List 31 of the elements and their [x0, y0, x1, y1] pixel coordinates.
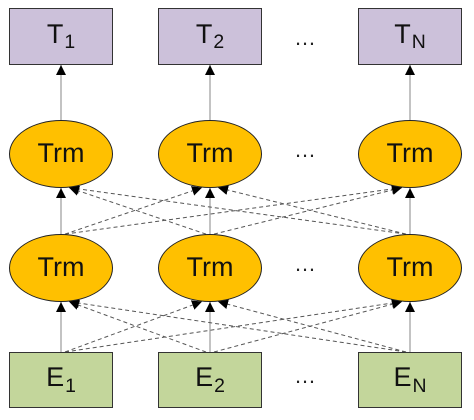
ellipsis-label: …: [294, 253, 316, 275]
output-token-box: [358, 8, 462, 65]
node-label: Trm: [186, 139, 234, 169]
node-label: Trm: [38, 253, 84, 283]
node-label: E$_{N}$: [393, 363, 427, 397]
arrow: [205, 188, 215, 234]
output-token-box: [9, 8, 113, 65]
arrow: [405, 188, 415, 234]
embedding-box: [9, 352, 113, 408]
node-label: T$_{2}$: [196, 20, 224, 54]
node-label: E$_{2}$: [195, 363, 225, 397]
arrow: [205, 65, 215, 120]
arrow: [56, 302, 66, 352]
node-label: T$_{1}$: [46, 20, 76, 54]
node-label: E$_{1}$: [46, 363, 76, 397]
arrow: [205, 302, 215, 352]
ellipsis-label: …: [294, 365, 316, 387]
ellipsis-label: …: [294, 139, 316, 161]
ellipsis-label: …: [294, 27, 316, 49]
node-label: Trm: [386, 253, 434, 283]
embedding-box: [158, 352, 262, 408]
node-label: T$_{N}$: [394, 20, 426, 54]
node-label: Trm: [386, 139, 434, 169]
node-label: Trm: [38, 139, 84, 169]
node-label: Trm: [186, 253, 234, 283]
embedding-box: [358, 352, 462, 408]
output-token-box: [158, 8, 262, 65]
arrow: [56, 65, 66, 120]
arrow: [405, 302, 415, 352]
arrow: [56, 188, 66, 234]
arrow: [405, 65, 415, 120]
